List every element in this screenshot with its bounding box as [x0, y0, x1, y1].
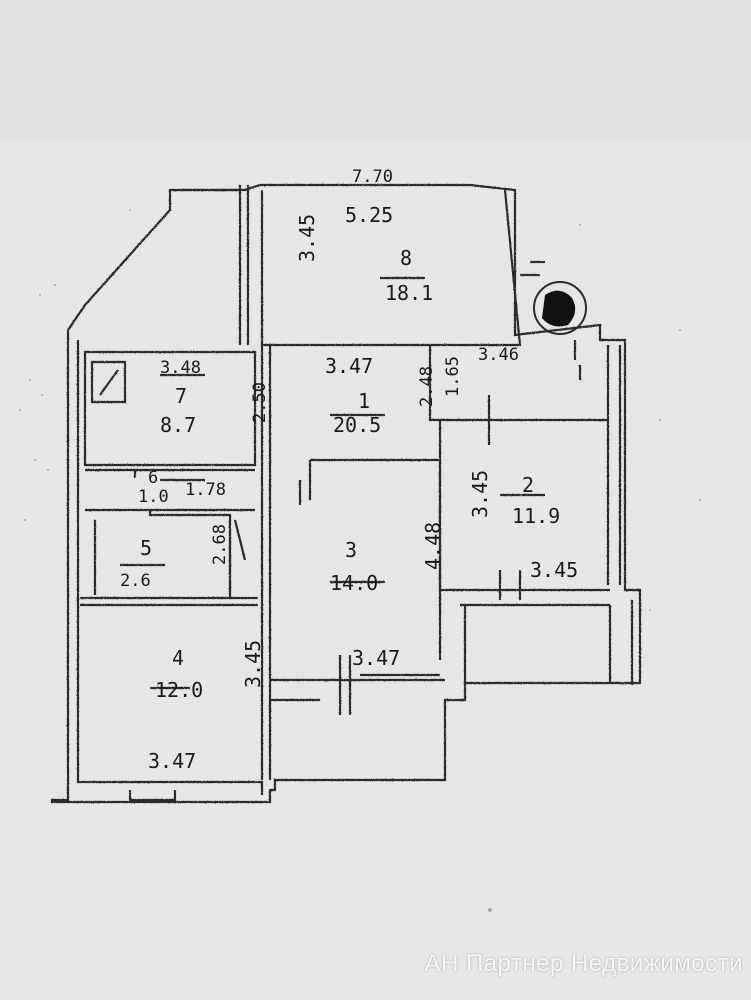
- room-5-depth: 2.68: [210, 524, 230, 565]
- valve-fill: [542, 290, 576, 327]
- room-6-number: 6: [148, 468, 158, 488]
- room-6-area: 1.0: [138, 487, 169, 507]
- room-8-depth: 3.45: [295, 214, 319, 262]
- room-2-width: 3.45: [530, 558, 578, 582]
- room-5-area: 2.6: [120, 571, 151, 591]
- room-3-depth: 4.48: [421, 522, 445, 570]
- room-2-number: 2: [522, 473, 534, 497]
- wall-outlines: [50, 183, 642, 804]
- room-8-width: 5.25: [345, 203, 393, 227]
- room-8-number: 8: [400, 246, 412, 270]
- room-6-width: 1.78: [185, 480, 226, 500]
- valve-symbol: [533, 281, 587, 335]
- room-4-width: 3.47: [148, 749, 196, 773]
- room-2-extra-depth: 1.65: [443, 356, 463, 397]
- room-4-number: 4: [172, 646, 184, 670]
- room-1-number: 1: [358, 389, 370, 413]
- room-2-area: 11.9: [512, 504, 560, 528]
- room-5-number: 5: [140, 536, 152, 560]
- room-7-depth: 2.50: [250, 382, 270, 423]
- room-1-depth: 2.48: [417, 366, 437, 407]
- room-4-area: 12.0: [155, 678, 203, 702]
- room-8-area: 18.1: [385, 281, 433, 305]
- room-2-extra-width: 3.46: [478, 345, 519, 365]
- watermark: АН Партнер Недвижимости: [424, 950, 743, 977]
- room-7-width: 3.48: [160, 358, 201, 378]
- top-overall-dimension: 7.70: [352, 167, 393, 187]
- room-4-depth: 3.45: [241, 640, 265, 688]
- room-3-area: 14.0: [330, 571, 378, 595]
- room-2-depth: 3.45: [468, 470, 492, 518]
- room-7-number: 7: [175, 384, 187, 408]
- room-1-width: 3.47: [325, 354, 373, 378]
- room-3-width: 3.47: [352, 646, 400, 670]
- room-3-number: 3: [345, 538, 357, 562]
- scan-speckles: [19, 209, 701, 912]
- room-7-area: 8.7: [160, 413, 196, 437]
- room-1-area: 20.5: [333, 413, 381, 437]
